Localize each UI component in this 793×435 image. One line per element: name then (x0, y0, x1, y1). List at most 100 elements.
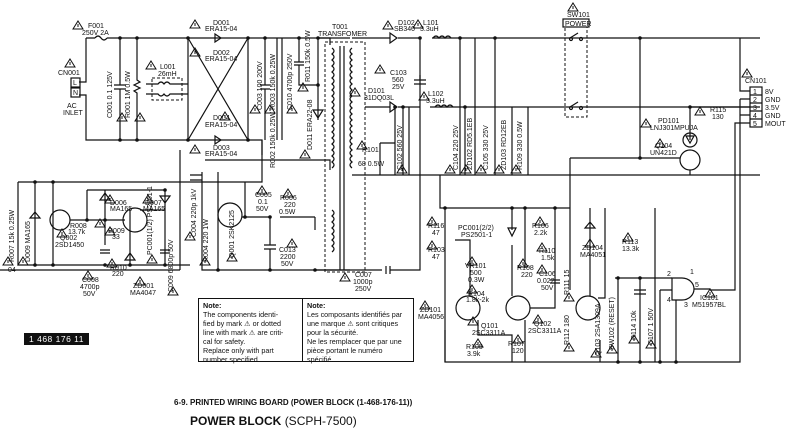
c103-value2: 25V (392, 84, 405, 91)
block-title-model: (SCPH-7500) (284, 414, 357, 428)
q002-value: 2SD1450 (55, 242, 84, 249)
safety-warning-icon (56, 228, 68, 238)
r106-ref: R106 (532, 223, 549, 230)
pd101-ref: PD101 (658, 118, 680, 125)
t001-value: TRANSFOMER (318, 31, 367, 38)
ic101-pin5: 5 (695, 282, 699, 289)
safety-warning-icon (584, 238, 596, 248)
d006-value: MA165 (110, 206, 132, 213)
safety-warning-icon (536, 264, 548, 274)
safety-warning-icon (563, 292, 575, 302)
r107-ref: R107 (508, 341, 525, 348)
r011-label: R011 150k 0.5W (305, 30, 312, 82)
cn001-pin-n-label: N (73, 90, 78, 97)
c007-value1: 1000p (353, 279, 373, 286)
zd103-label: ZD103 RD12EB (501, 119, 508, 170)
vr101-value2: 0.3W (468, 277, 485, 284)
d001-value: ERA15-04 (205, 26, 237, 33)
c106-value2: 50V (541, 285, 554, 292)
c004-label: C004 220p 1kV (191, 188, 198, 237)
block-title: POWER BLOCK (SCPH-7500) (190, 414, 357, 428)
svg-text:3: 3 (753, 105, 757, 112)
zd104-ref: ZD104 (582, 245, 603, 252)
r107-value: 120 (512, 348, 524, 355)
sw102-label: SW102 (RESET) (609, 297, 616, 350)
l001-box (151, 77, 183, 101)
q102-ref: Q102 (534, 321, 551, 328)
d006-ref: D006 (110, 200, 127, 207)
safety-warning-icon (226, 252, 238, 262)
safety-warning-icon (466, 284, 478, 294)
note-heading-en: Note: (203, 301, 222, 310)
ic101-pin3: 3 (684, 302, 688, 309)
section-title: 6-9. PRINTED WIRING BOARD (POWER BLOCK (… (174, 398, 413, 407)
safety-warning-icon (189, 144, 201, 154)
pc001a-symbol (122, 207, 148, 233)
safety-warning-icon (444, 164, 456, 174)
safety-warning-icon (146, 254, 158, 264)
vr101-ref: VR101 (465, 263, 487, 270)
svg-text:4: 4 (753, 113, 757, 120)
r006-value2: 0.5W (279, 209, 296, 216)
safety-warning-icon (382, 20, 394, 30)
safety-warning-icon (286, 104, 298, 114)
c104-label: C104 220 25V (453, 125, 460, 170)
safety-warning-icon (466, 256, 478, 266)
c013-value1: 2200 (280, 254, 296, 261)
safety-warning-icon (94, 218, 106, 228)
block-title-main: POWER BLOCK (190, 414, 282, 428)
safety-warning-icon (590, 348, 602, 358)
r106-value: 2.2k (534, 230, 548, 237)
safety-warning-icon (412, 19, 424, 29)
r003-label: R003 150k 0.25W (270, 54, 277, 110)
safety-warning-icon (628, 334, 640, 344)
pd101-value: LNJ301MPUJA (650, 125, 698, 132)
c003-label: C003 100 200V (257, 61, 264, 110)
r113-value: 13.3k (622, 246, 640, 253)
safety-warning-icon (510, 164, 522, 174)
safety-warning-icon (460, 164, 472, 174)
safety-warning-icon (536, 242, 548, 252)
safety-warning-icon (249, 104, 261, 114)
q103-label: Q103 2SA1309A (595, 303, 602, 356)
safety-warning-icon (741, 68, 753, 78)
svg-text:5: 5 (753, 121, 757, 128)
q101-ref: Q101 (481, 323, 498, 330)
r115-value: 130 (712, 114, 724, 121)
net-label-04: 04 (8, 267, 16, 274)
safety-warning-icon (563, 342, 575, 352)
safety-warning-icon (349, 87, 361, 97)
safety-warning-icon (104, 194, 116, 204)
d003-ref: D003 (213, 145, 230, 152)
c013-ref: C013 (279, 247, 296, 254)
svg-text:1: 1 (753, 89, 757, 96)
safety-warning-icon (374, 64, 386, 74)
r010-value: 220 (112, 271, 124, 278)
l102-ref: L102 (428, 91, 444, 98)
safety-warning-icon (64, 58, 76, 68)
l102-value: 3.3uH (426, 98, 445, 105)
r115-ref: R115 (710, 107, 726, 114)
safety-warning-icon (396, 164, 408, 174)
pc001b-ref: PC001(2/2) (458, 225, 494, 232)
r112-label: R112 180 (564, 315, 571, 345)
safety-warning-icon (256, 185, 268, 195)
c103-ref: C103 (390, 70, 407, 77)
safety-warning-icon (184, 231, 196, 241)
ic101-pin2: 2 (667, 271, 671, 278)
c102-label: C102 560 25V (397, 125, 404, 170)
safety-warning-icon (426, 216, 438, 226)
cn001-label-ac: AC (67, 103, 77, 110)
c106-ref: C106 (539, 271, 556, 278)
r004-label: R004 220 1W (203, 219, 210, 262)
board-code-label: 1 468 176 11 (24, 333, 89, 345)
d011-label: D011 ERA22-08 (307, 99, 314, 150)
safety-warning-icon (142, 194, 154, 204)
safety-warning-icon (219, 111, 231, 121)
c008-ref: C008 (82, 277, 99, 284)
safety-warning-icon (17, 256, 29, 266)
safety-warning-icon (199, 256, 211, 266)
svg-text:GND: GND (765, 97, 781, 104)
safety-warning-icon (189, 47, 201, 57)
safety-warning-icon (694, 106, 706, 116)
